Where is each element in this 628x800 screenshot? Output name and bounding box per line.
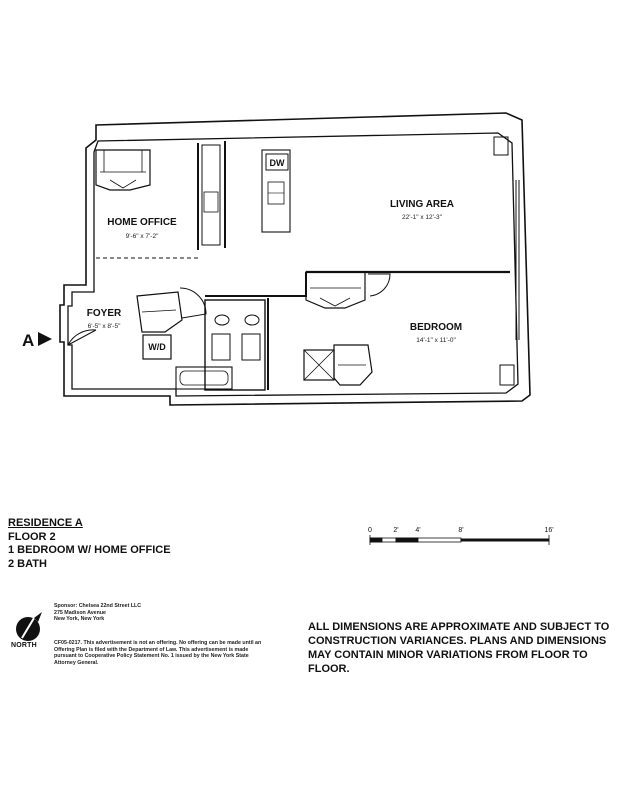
- scale-bar: 0 2' 4' 8' 16': [368, 527, 554, 545]
- bath-closet: [333, 344, 373, 386]
- legal-line-2: Offering Plan is filed with the Departme…: [54, 646, 249, 653]
- bedroom-door: [368, 273, 391, 297]
- legal-notice: CF05-0217. This advertisement is not an …: [54, 640, 299, 666]
- exterior-wall-outer: [59, 112, 531, 406]
- sponsor-line-2: 275 Madison Avenue: [54, 609, 107, 616]
- washer-dryer: [142, 334, 172, 360]
- foyer-door: [179, 287, 207, 319]
- dishwasher-box: [265, 153, 289, 171]
- dimensions-disclaimer: ALL DIMENSIONS ARE APPROXIMATE AND SUBJE…: [308, 621, 610, 675]
- bathtub: [175, 366, 233, 390]
- scale-tick-8: 8': [458, 527, 463, 534]
- vanity-2: [241, 333, 261, 361]
- office-closet: [95, 149, 151, 191]
- legal-line-1: CF05-0217. This advertisement is not an …: [54, 640, 262, 646]
- north-arrow-icon: [16, 612, 42, 641]
- floor-plan: DW W/D HOME OFFICE 9'-6" x 7'-2" LIVING …: [22, 112, 531, 406]
- scale-tick-0: 0: [368, 527, 372, 534]
- room-name-living-area: LIVING AREA: [390, 199, 454, 210]
- exterior-wall-inner: [67, 132, 519, 397]
- dishwasher-label: DW: [270, 158, 285, 168]
- sponsor-info: Sponsor: Chelsea 22nd Street LLC 275 Mad…: [54, 603, 294, 623]
- legal-line-3: pursuant to Cooperative Policy Statement…: [54, 653, 249, 660]
- room-dims-home-office: 9'-6" x 7'-2": [126, 233, 159, 240]
- washer-dryer-label: W/D: [148, 342, 166, 352]
- sponsor-line-1: Sponsor: Chelsea 22nd Street LLC: [54, 603, 142, 609]
- room-dims-bedroom: 14'-1" x 11'-0": [416, 337, 456, 344]
- scale-tick-2: 2': [393, 527, 398, 534]
- kitchen-island: [261, 149, 291, 233]
- legal-line-4: Attorney General.: [54, 659, 99, 666]
- residence-baths: 2 BATH: [8, 557, 47, 570]
- entry-door: [67, 329, 97, 346]
- kitchen-counter-left: [201, 144, 221, 246]
- wall-hall-top: [205, 272, 307, 297]
- residence-layout: 1 BEDROOM W/ HOME OFFICE: [8, 544, 171, 556]
- bedroom-closet: [305, 271, 366, 309]
- bathroom-1: [204, 299, 266, 391]
- north-label: NORTH: [11, 642, 37, 649]
- room-dims-living-area: 22'-1" x 12'-3": [402, 214, 443, 221]
- residence-title: RESIDENCE A: [8, 517, 83, 529]
- residence-floor: FLOOR 2: [8, 530, 56, 543]
- room-name-home-office: HOME OFFICE: [107, 217, 177, 228]
- foyer-closet: [136, 291, 183, 333]
- entry-marker-label: A: [22, 331, 34, 350]
- scale-tick-4: 4': [415, 527, 420, 534]
- scale-tick-16: 16': [544, 527, 553, 534]
- toilet-1: [214, 314, 230, 326]
- entry-arrow-icon: [38, 332, 52, 346]
- room-dims-foyer: 6'-5" x 8'-5": [88, 323, 121, 330]
- room-name-bedroom: BEDROOM: [410, 322, 462, 333]
- residence-info: RESIDENCE A FLOOR 2 1 BEDROOM W/ HOME OF…: [8, 517, 171, 571]
- toilet-2: [244, 314, 260, 326]
- room-name-foyer: FOYER: [87, 308, 122, 319]
- sponsor-line-3: New York, New York: [54, 616, 105, 623]
- kitchen-stove: [203, 191, 219, 213]
- vanity-1: [211, 333, 231, 361]
